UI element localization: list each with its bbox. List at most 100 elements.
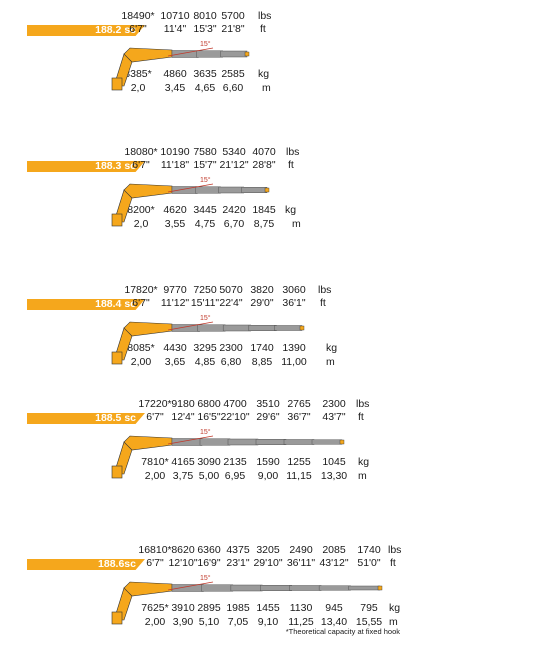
boom-extension-segment [218, 186, 244, 194]
boom-extension-segment [171, 584, 204, 592]
ft-value: 22'4" [219, 297, 243, 309]
model-tag: 188.5 sc [27, 413, 145, 424]
m-value: 7,05 [227, 616, 249, 628]
boom-tip [264, 187, 270, 193]
lbs-value: 18490* [121, 10, 155, 22]
kg-value: 1740 [250, 342, 274, 354]
m-value: 11,25 [288, 616, 314, 628]
lbs-value: 5700 [221, 10, 245, 22]
ft-value: 36'11" [286, 557, 316, 569]
kg-unit: kg [358, 456, 370, 468]
kg-value: 4430 [163, 342, 187, 354]
m-value: 8,85 [251, 356, 273, 368]
lbs-value: 5070 [219, 284, 243, 296]
ft-value: 15'3" [193, 23, 217, 35]
angle-indicator-line [167, 321, 214, 331]
angle-label: 15° [200, 40, 211, 48]
lbs-value: 6360 [197, 544, 221, 556]
lbs-value: 6800 [197, 398, 221, 410]
m-value: 3,55 [164, 218, 186, 230]
lbs-value: 4070 [252, 146, 276, 158]
ft-value: 21'12" [219, 159, 249, 171]
m-value: 6,95 [224, 470, 246, 482]
crane-inner-boom [123, 435, 173, 451]
kg-value: 7810* [141, 456, 169, 468]
lbs-value: 10710 [160, 10, 190, 22]
crane-base [111, 351, 123, 365]
lbs-value: 2490 [289, 544, 313, 556]
crane-boom-diagram: 15° [111, 176, 270, 227]
lbs-value: 8010 [193, 10, 217, 22]
ft-value: 29'6" [256, 411, 280, 423]
lbs-value: 5340 [222, 146, 246, 158]
m-value: 3,45 [164, 82, 186, 94]
m-value: 6,80 [220, 356, 242, 368]
kg-unit: kg [389, 602, 401, 614]
ft-value: 6'7" [146, 411, 164, 423]
ft-unit: ft [260, 23, 266, 35]
ft-value: 6'7" [132, 159, 150, 171]
boom-extension-segment [260, 585, 292, 591]
kg-value: 945 [325, 602, 343, 614]
angle-label: 15° [200, 176, 211, 184]
angle-indicator-line [167, 183, 214, 193]
m-value: 2,00 [144, 470, 166, 482]
ft-value: 15'11" [190, 297, 220, 309]
ft-value: 21'8" [221, 23, 245, 35]
boom-extension-segment [255, 439, 287, 445]
m-value: 11,15 [286, 470, 312, 482]
boom-extension-segment [195, 186, 221, 194]
crane-inner-boom [123, 581, 173, 597]
boom-extension-segment [197, 324, 226, 332]
kg-value: 1130 [289, 602, 313, 614]
lbs-value: 2765 [287, 398, 311, 410]
ft-value: 29'10" [253, 557, 283, 569]
m-value: 3,90 [172, 616, 194, 628]
lbs-unit: lbs [286, 146, 300, 158]
kg-value: 4860 [163, 68, 187, 80]
lbs-value: 4700 [223, 398, 247, 410]
m-value: 2,0 [133, 218, 149, 230]
boom-extension-segment [196, 50, 223, 58]
boom-extension-segment [171, 438, 203, 446]
m-value: 11,00 [281, 356, 307, 368]
angle-indicator-line [167, 581, 214, 591]
ft-value: 43'7" [322, 411, 346, 423]
kg-value: 2895 [197, 602, 221, 614]
boom-tip [377, 585, 383, 591]
m-unit: m [389, 616, 398, 628]
m-value: 3,65 [164, 356, 186, 368]
model-tag: 188.4 sc [27, 299, 145, 310]
boom-extension-segment [348, 585, 381, 591]
angle-indicator-line [167, 435, 214, 445]
boom-extension-segment [283, 439, 315, 445]
boom-tip [244, 51, 250, 57]
m-value: 15,55 [355, 616, 383, 628]
m-unit: m [292, 218, 301, 230]
kg-value: 8200* [127, 204, 155, 216]
kg-value: 8085* [127, 342, 155, 354]
kg-value: 3635 [193, 68, 217, 80]
ft-unit: ft [358, 411, 364, 423]
lbs-value: 18080* [124, 146, 158, 158]
lbs-value: 3205 [256, 544, 280, 556]
crane-base [111, 465, 123, 479]
ft-unit: ft [320, 297, 326, 309]
boom-extension-segment [171, 324, 200, 332]
footnote: *Theoretical capacity at fixed hook [285, 627, 400, 636]
m-unit: m [326, 356, 335, 368]
kg-value: 2420 [222, 204, 246, 216]
kg-value: 1985 [226, 602, 250, 614]
angle-label: 15° [200, 314, 211, 322]
model-tag: 188.6sc [27, 559, 145, 570]
kg-value: 1255 [287, 456, 311, 468]
ft-value: 6'7" [132, 297, 150, 309]
lbs-value: 9770 [163, 284, 187, 296]
lbs-value: 3510 [256, 398, 280, 410]
boom-extension-segment [248, 325, 277, 331]
ft-value: 15'7" [193, 159, 217, 171]
boom-extension-segment [318, 585, 351, 591]
ft-value: 12'4" [171, 411, 195, 423]
